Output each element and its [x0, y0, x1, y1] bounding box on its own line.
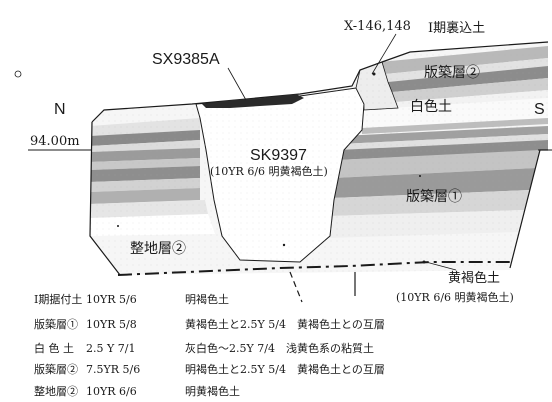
rammed2-label: 版築層②	[424, 65, 480, 81]
legend-desc: 明褐色土と2.5Y 5/4 黄褐色土との互層	[185, 363, 385, 376]
grid-point-label: X-146,148	[344, 19, 411, 34]
leveling2-label: 整地層②	[130, 241, 186, 257]
legend-name: I期据付土	[34, 293, 83, 306]
yellowbrown-code-label: (10YR 6/6 明黄褐色土)	[396, 291, 514, 304]
legend-code: 7.5YR 5/6	[86, 363, 141, 376]
legend-desc: 明黄褐色土	[185, 385, 240, 398]
legend-code: 10YR 5/6	[86, 293, 137, 306]
legend-name: 版築層②	[34, 363, 78, 376]
south-label: S	[534, 101, 545, 118]
rammed1-label: 版築層①	[406, 189, 462, 205]
base-line	[117, 261, 512, 276]
fill-phase1-label: I期裏込土	[428, 21, 486, 36]
pit-soil-label: (10YR 6/6 明黄褐色土)	[210, 165, 328, 178]
north-label: N	[54, 101, 66, 118]
legend-desc: 黄褐色土と2.5Y 5/4 黄褐色土との互層	[185, 318, 385, 331]
yellowbrown-label: 黄褐色土	[448, 271, 501, 286]
legend-name: 整地層②	[34, 385, 78, 398]
sx9385a-label: SX9385A	[152, 51, 220, 68]
legend-desc: 明褐色土	[185, 293, 229, 306]
pit-name-label: SK9397	[250, 147, 307, 164]
legend-code: 10YR 6/6	[86, 385, 137, 398]
legend-code: 10YR 5/8	[86, 318, 137, 331]
legend-desc: 灰白色～2.5Y 7/4 浅黄色系の粘質土	[185, 342, 374, 355]
legend-name: 白 色 土	[34, 342, 74, 355]
legend-code: 2.5 Y 7/1	[86, 342, 136, 355]
sx9385a-feature	[202, 94, 304, 108]
elevation-label: 94.00m	[30, 134, 80, 149]
legend-name: 版築層①	[34, 318, 78, 331]
white-soil-label: 白色土	[410, 99, 452, 115]
